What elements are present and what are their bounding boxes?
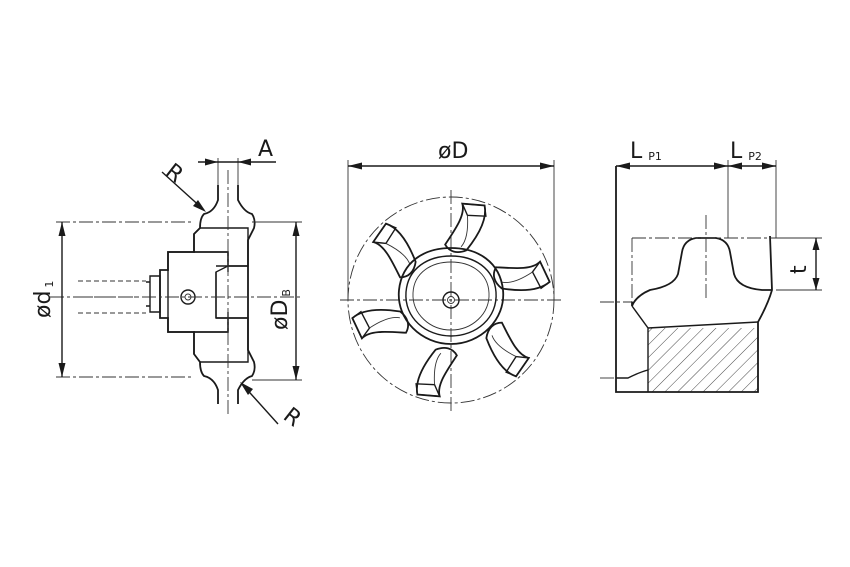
d1-label: ød1	[31, 281, 56, 318]
section-outline	[159, 185, 256, 404]
tooth-edge	[502, 271, 533, 283]
db-arrow-bottom	[292, 366, 300, 380]
a-arrow-right	[238, 158, 251, 166]
tooth-body	[371, 222, 417, 279]
section-stub	[146, 275, 161, 313]
tooth-edge	[433, 352, 442, 385]
front-pin-hole	[442, 291, 460, 309]
hub-inner-2	[412, 261, 490, 331]
d1-arrow-top	[58, 222, 66, 236]
db-arrow-top	[292, 222, 300, 236]
tooth-4	[415, 347, 458, 398]
section-hatch-hub	[167, 251, 229, 333]
tooth-edge	[460, 215, 469, 248]
tooth-edge	[369, 317, 400, 329]
section-bore	[215, 265, 248, 319]
lp2-arrow-right	[762, 162, 776, 170]
tooth-face	[461, 202, 487, 217]
section-view: ød1 øDB A R R	[31, 137, 306, 432]
r-bottom-label: R	[278, 403, 305, 432]
tooth-face	[531, 260, 551, 290]
a-label: A	[258, 137, 273, 162]
d-arrow-right	[540, 162, 554, 170]
d-label: øD	[438, 139, 468, 164]
profile-hatch	[648, 328, 758, 392]
tooth-edge	[491, 335, 517, 357]
lp2-arrow-left	[728, 162, 742, 170]
profile-outline	[615, 166, 773, 393]
tooth-face	[415, 383, 441, 398]
lp1-arrow-left	[616, 162, 630, 170]
d1-arrow-bottom	[58, 363, 66, 377]
tooth-face	[505, 355, 531, 378]
hub-inner	[405, 255, 497, 337]
section-hatch-lower	[193, 317, 249, 363]
tooth-face	[351, 310, 371, 340]
tooth-body	[493, 260, 551, 291]
profile-body-left	[631, 305, 649, 392]
r-bottom-arrow	[240, 382, 253, 395]
r-top-arrow	[193, 200, 206, 212]
t-arrow-top	[812, 238, 820, 250]
db-label: øDB	[268, 289, 293, 330]
tooth-body	[415, 347, 458, 398]
section-hatch-upper	[193, 227, 249, 267]
profile-flank	[647, 321, 759, 329]
r-top-label: R	[160, 159, 187, 188]
profile-step	[616, 369, 649, 379]
tooth-face	[371, 222, 397, 245]
tooth-2	[493, 260, 551, 291]
tooth-edge	[385, 243, 411, 265]
tooth-1	[444, 202, 487, 253]
hub-outer	[398, 247, 504, 345]
tooth-6	[371, 222, 417, 279]
t-arrow-bottom	[812, 278, 820, 290]
tooth-body	[444, 202, 487, 253]
a-arrow-left	[205, 158, 218, 166]
d-arrow-left	[348, 162, 362, 170]
tooth-5	[351, 309, 409, 340]
front-pin-core	[447, 296, 455, 304]
lp1-arrow-right	[714, 162, 728, 170]
front-view: øD	[340, 139, 562, 412]
t-label: t	[787, 265, 812, 274]
